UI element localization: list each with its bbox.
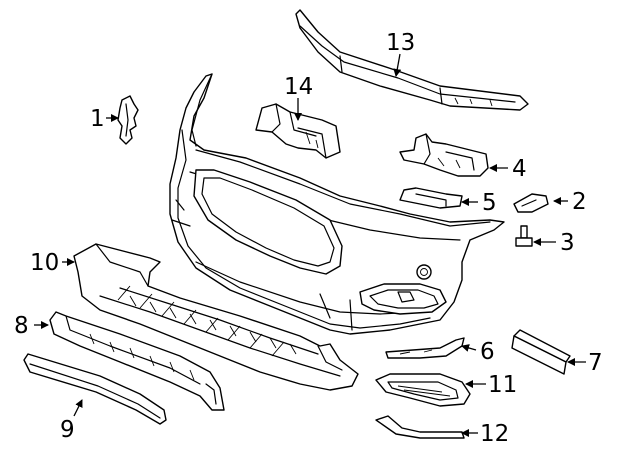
callout-9: 9 — [60, 417, 75, 443]
part-14-bracket — [255, 103, 341, 159]
part-11-fog-bezel — [375, 373, 471, 407]
part-9-trim-strip — [23, 353, 167, 425]
leader-lines — [34, 53, 586, 437]
callout-14: 14 — [284, 74, 313, 100]
part-4-bracket — [399, 133, 489, 177]
callout-1: 1 — [90, 106, 105, 132]
part-8-lower-valance — [49, 311, 225, 411]
callout-8: 8 — [14, 313, 29, 339]
callout-6: 6 — [480, 339, 495, 365]
leader-13 — [393, 53, 402, 77]
part-13-upper-reinforcement — [295, 9, 529, 111]
callout-10: 10 — [30, 250, 59, 276]
callout-4: 4 — [512, 156, 527, 182]
part-2-clip — [513, 193, 549, 213]
callout-3: 3 — [560, 230, 575, 256]
callout-7: 7 — [588, 350, 603, 376]
part-5-bracket — [399, 187, 463, 209]
callout-2: 2 — [572, 189, 587, 215]
leader-9 — [73, 399, 83, 417]
callout-12: 12 — [480, 421, 509, 447]
callout-13: 13 — [386, 30, 415, 56]
part-10-lower-shield — [73, 243, 359, 391]
part-3-bolt — [515, 225, 533, 247]
callout-11: 11 — [488, 372, 517, 398]
part-6-trim — [385, 337, 465, 359]
callout-labels: 1 2 3 4 5 6 7 8 9 10 11 12 13 14 — [14, 30, 603, 447]
part-12-lower-strip — [375, 415, 465, 439]
leader-6 — [461, 344, 477, 352]
callout-5: 5 — [482, 190, 497, 216]
part-bumper-cover — [169, 73, 505, 335]
part-7-block — [511, 329, 571, 375]
part-1-side-bracket — [117, 95, 139, 145]
